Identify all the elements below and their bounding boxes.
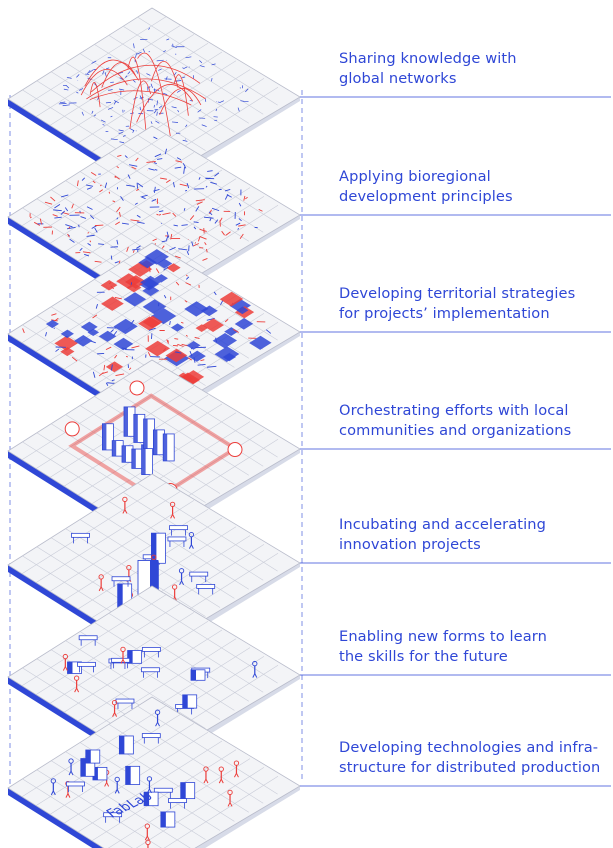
network-map-illustration: [58, 27, 249, 162]
layer-label-1: Sharing knowledge with global networks: [339, 50, 517, 87]
fablab-floor-illustration: [50, 709, 240, 848]
label-connectors: [300, 96, 611, 787]
layer-label-6: Enabling new forms to learn the skills f…: [339, 628, 547, 665]
layer-label-2: Applying bioregional development princip…: [339, 168, 513, 205]
layer-label-3: Developing territorial strategies for pr…: [339, 285, 576, 322]
community-block-illustration: [64, 380, 243, 502]
layer-label-4: Orchestrating efforts with local communi…: [339, 402, 572, 439]
layer-label-5: Incubating and accelerating innovation p…: [339, 516, 546, 553]
layer-7-fablab-floor: [7, 696, 301, 848]
layer-label-7: Developing technologies and infra- struc…: [339, 739, 601, 776]
learning-space-illustration: [62, 635, 258, 717]
bioregional-map-illustration: [29, 136, 263, 296]
